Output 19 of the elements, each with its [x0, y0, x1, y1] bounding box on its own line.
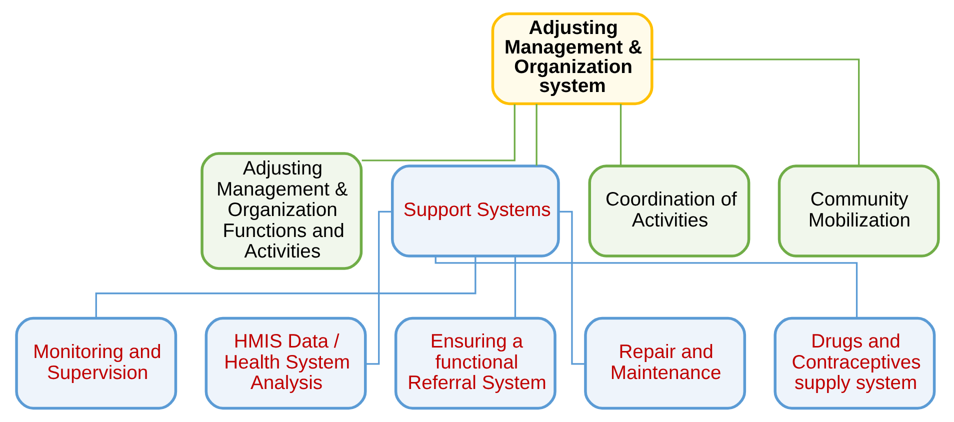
- node-box: HMIS Data / Health System Analysis: [204, 316, 366, 410]
- connector: [558, 210, 585, 365]
- node-box: Community Mobilization: [777, 164, 940, 258]
- connector: [514, 256, 516, 318]
- connector: [535, 104, 537, 166]
- node-box: Drugs and Contraceptives supply system: [773, 316, 936, 410]
- connector: [434, 256, 858, 318]
- connector: [94, 256, 476, 318]
- node-box: Monitoring and Supervision: [14, 316, 177, 410]
- connector: [619, 104, 622, 166]
- node-box: Coordination of Activities: [588, 164, 750, 258]
- node-box: Support Systems: [390, 164, 560, 258]
- node-box: Repair and Maintenance: [584, 316, 746, 410]
- node-box: Ensuring a functional Referral System: [394, 316, 556, 410]
- node-box: Adjusting Management & Organization system: [490, 12, 653, 106]
- connector: [361, 104, 515, 162]
- node-box: Adjusting Management & Organization Functions and Activities: [200, 152, 362, 270]
- connector: [365, 210, 392, 365]
- connector: [652, 58, 860, 166]
